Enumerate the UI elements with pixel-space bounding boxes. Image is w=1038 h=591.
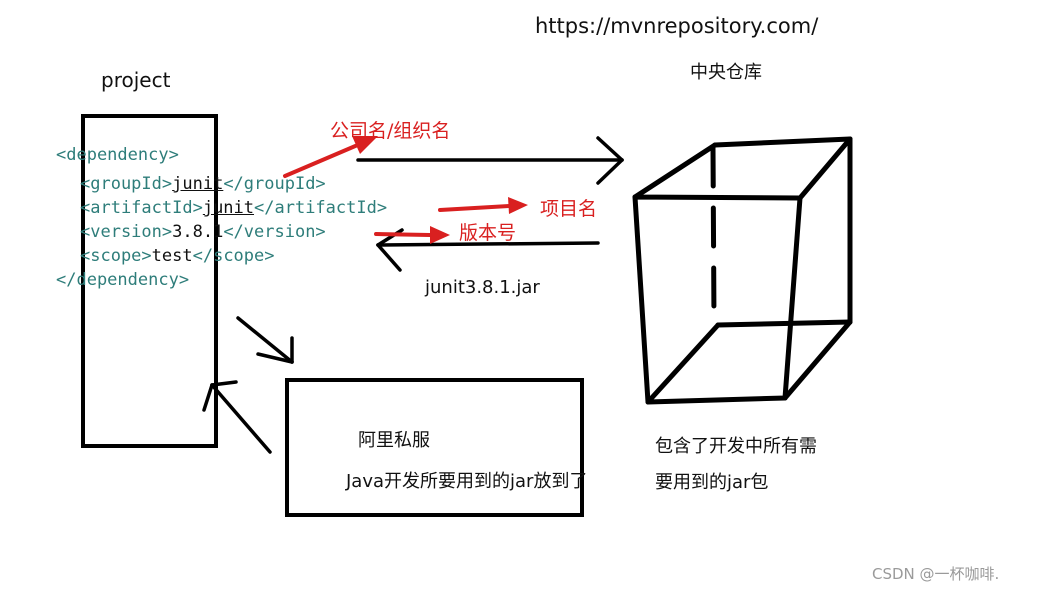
- central-repo-label: 中央仓库: [690, 62, 762, 83]
- central-desc-line2: 要用到的jar包: [655, 472, 769, 493]
- central-repo-cube: [632, 136, 853, 405]
- xml-tag: <groupId>: [80, 174, 173, 194]
- watermark: CSDN @一杯咖啡.: [872, 565, 1000, 583]
- xml-tag: </groupId>: [223, 174, 326, 194]
- central-desc-line1: 包含了开发中所有需: [655, 436, 817, 457]
- request-arrow: [356, 136, 624, 185]
- jar-file-label: junit3.8.1.jar: [425, 277, 540, 298]
- private-server-box: [285, 378, 584, 517]
- xml-tag: <dependency>: [56, 145, 179, 165]
- xml-tag: <scope>: [80, 246, 152, 266]
- group-annotation-arrow: [283, 136, 378, 178]
- xml-tag: </artifactId>: [254, 198, 388, 218]
- private-server-label: 阿里私服: [358, 430, 430, 451]
- artifact-annotation: 项目名: [540, 198, 598, 220]
- xml-groupid-line: <groupId>junit</groupId>: [80, 174, 326, 194]
- group-annotation: 公司名/组织名: [330, 120, 451, 142]
- xml-artifactid-line: <artifactId>junit</artifactId>: [80, 198, 387, 218]
- version-annotation-arrow: [374, 226, 450, 244]
- xml-tag: </scope>: [192, 246, 275, 266]
- artifact-annotation-arrow: [438, 197, 528, 214]
- project-label: project: [101, 68, 171, 92]
- xml-version-value: 3.8.1: [172, 222, 224, 242]
- xml-tag: </version>: [223, 222, 326, 242]
- xml-tag: <version>: [80, 222, 173, 242]
- xml-artifactid-value: junit: [202, 198, 255, 218]
- xml-version-line: <version>3.8.1</version>: [80, 222, 326, 242]
- project-box: [81, 114, 218, 448]
- xml-scope-line: <scope>test</scope>: [80, 246, 275, 266]
- xml-groupid-value: junit: [172, 174, 224, 194]
- to-private-server-arrow: [236, 316, 294, 364]
- repository-url: https://mvnrepository.com/: [535, 14, 819, 38]
- from-private-server-arrow: [202, 380, 272, 454]
- xml-tag: <artifactId>: [80, 198, 203, 218]
- xml-dependency-close: </dependency>: [56, 270, 189, 290]
- version-annotation: 版本号: [459, 222, 517, 244]
- xml-scope-value: test: [151, 246, 193, 266]
- xml-tag: </dependency>: [56, 270, 190, 290]
- xml-dependency-open: <dependency>: [56, 145, 179, 165]
- private-server-desc: Java开发所要用到的jar放到了: [346, 471, 588, 492]
